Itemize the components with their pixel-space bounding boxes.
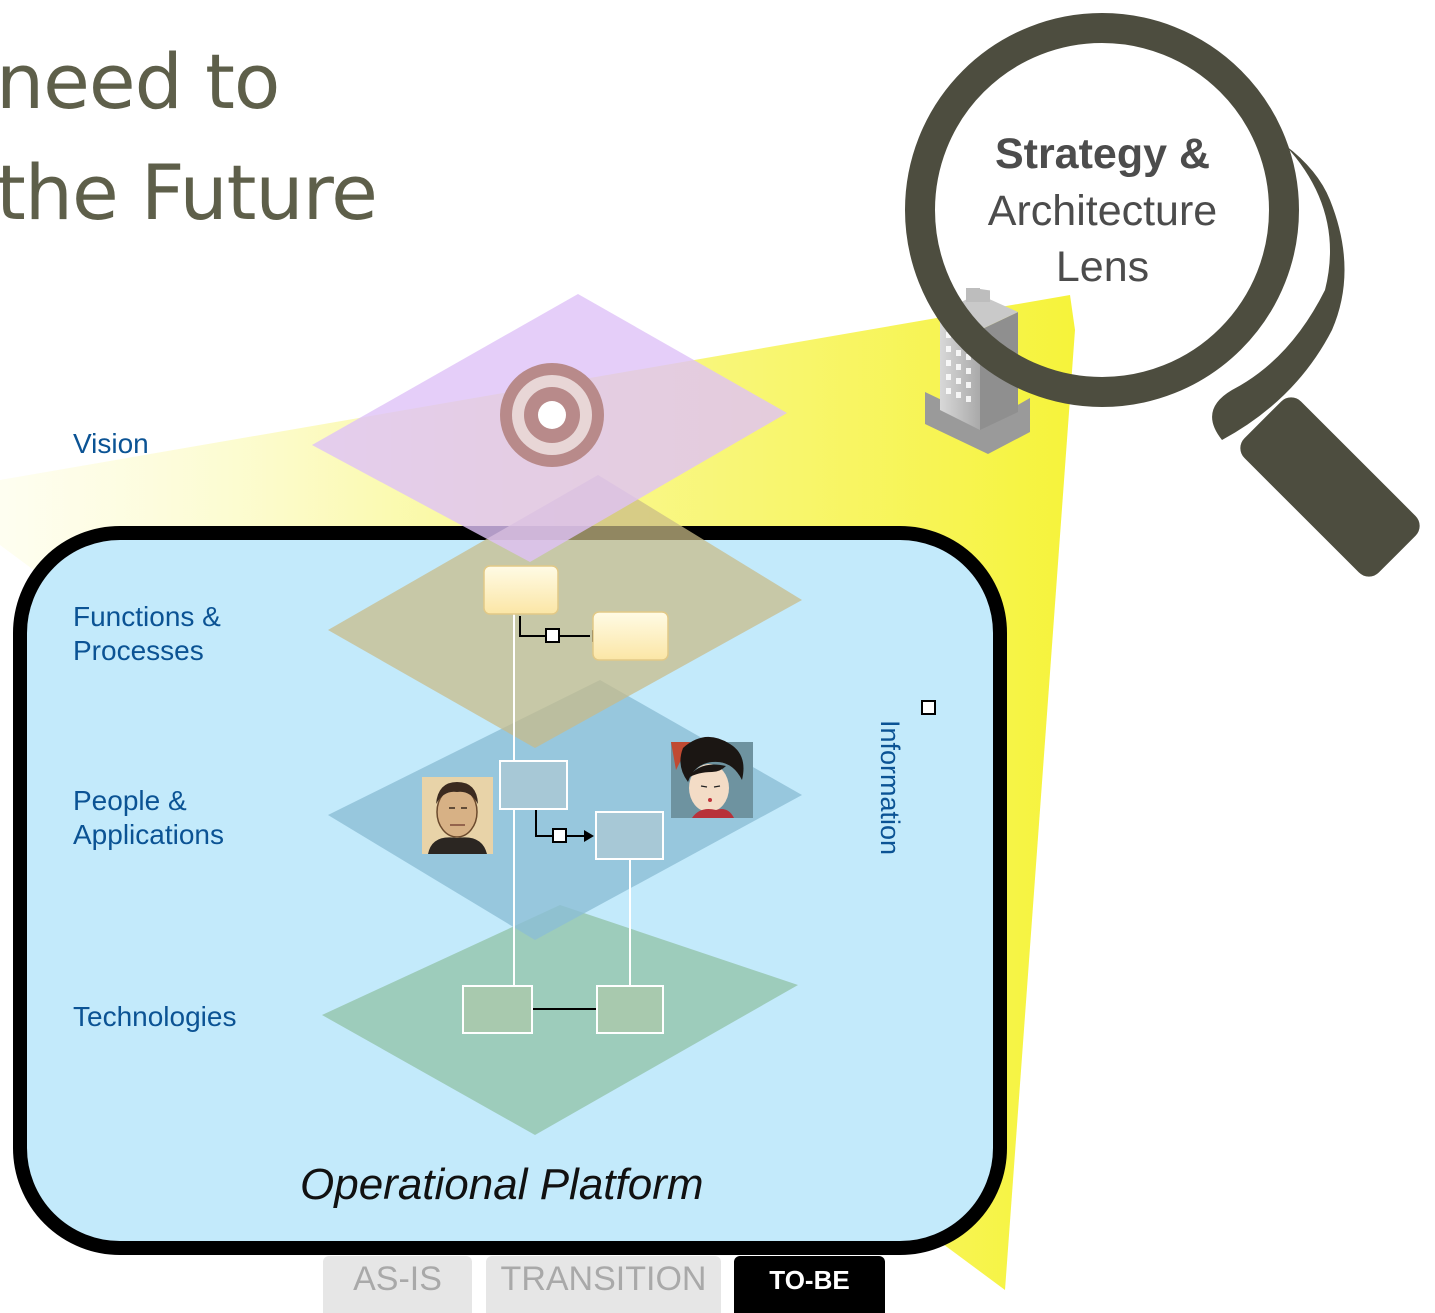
information-markers [545,628,936,843]
technology-box-2 [596,985,664,1034]
layer-label-people: People & Applications [73,785,224,850]
person-portrait-man [422,777,493,854]
layer-label-functions: Functions & Processes [73,601,221,666]
technologies-plane [322,905,798,1135]
platform-label: Operational Platform [300,1160,704,1209]
flow-arrows [519,616,597,1010]
process-box-2 [592,611,669,661]
person-portrait-woman [671,736,753,818]
target-icon [500,363,604,467]
magnifying-glass-icon [905,13,1420,577]
phase-tab-transition[interactable]: TRANSITION [486,1256,721,1313]
slide-heading-line-2: the Future [0,148,378,237]
lens-title-lens: Lens [1055,243,1150,291]
phase-tab-as-is[interactable]: AS-IS [323,1256,472,1313]
lens-title-strategy: Strategy & [994,130,1211,178]
layer-label-vision: Vision [73,428,149,459]
functions-plane [328,475,802,748]
phase-tab-to-be[interactable]: TO-BE [734,1256,885,1313]
technology-box-1 [462,985,533,1034]
lens-title-architecture: Architecture [987,187,1218,235]
application-box-1 [499,760,568,810]
layer-label-technologies: Technologies [73,1001,237,1032]
slide-heading-line-1: need to [0,37,280,126]
process-box-1 [483,565,559,615]
application-box-2 [595,811,664,860]
information-label: Information [875,720,905,856]
